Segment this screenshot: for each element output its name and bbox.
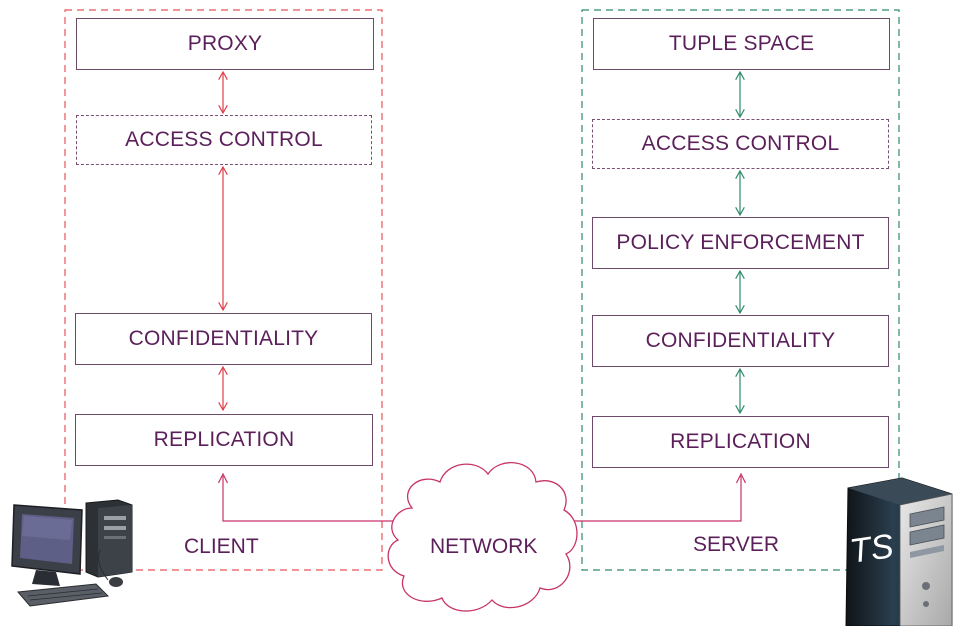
client-access-control-box: ACCESS CONTROL <box>76 115 372 165</box>
server-container <box>581 9 900 571</box>
client-proxy-box: PROXY <box>76 18 374 70</box>
server-confidentiality-box: CONFIDENTIALITY <box>592 315 889 367</box>
server-policy-enforcement-box: POLICY ENFORCEMENT <box>592 217 889 269</box>
client-container <box>64 9 383 571</box>
cloud-icon <box>387 462 578 612</box>
server-tower-mark: TS <box>847 527 896 571</box>
server-tower-icon <box>845 477 953 626</box>
desktop-computer-icon <box>11 499 133 607</box>
server-access-control-box: ACCESS CONTROL <box>592 119 889 169</box>
server-tuple-space-box: TUPLE SPACE <box>593 18 890 70</box>
client-replication-box: REPLICATION <box>75 414 373 466</box>
client-confidentiality-box: CONFIDENTIALITY <box>75 313 372 365</box>
server-label: SERVER <box>693 533 779 556</box>
client-label: CLIENT <box>184 535 259 558</box>
network-link-arrowhead-server <box>735 472 747 484</box>
server-replication-box: REPLICATION <box>592 416 889 468</box>
network-link-arrowhead-client <box>217 472 229 484</box>
network-label: NETWORK <box>430 535 538 558</box>
